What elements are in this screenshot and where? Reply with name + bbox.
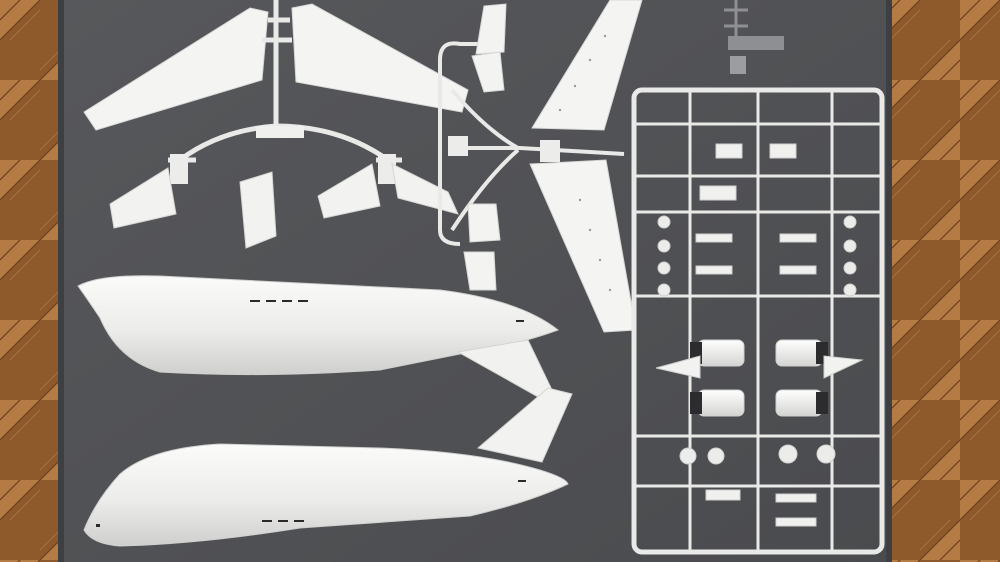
engine-and-detail-sprue — [631, 87, 885, 555]
upper-fuselage-half — [77, 275, 560, 399]
wing-sprue-left — [83, 0, 469, 249]
horizontal-stabilizer-sprue — [438, 3, 625, 291]
engine-nacelles — [655, 339, 864, 417]
clear-parts-sprue — [724, 0, 784, 74]
lower-fuselage-half — [83, 387, 573, 547]
